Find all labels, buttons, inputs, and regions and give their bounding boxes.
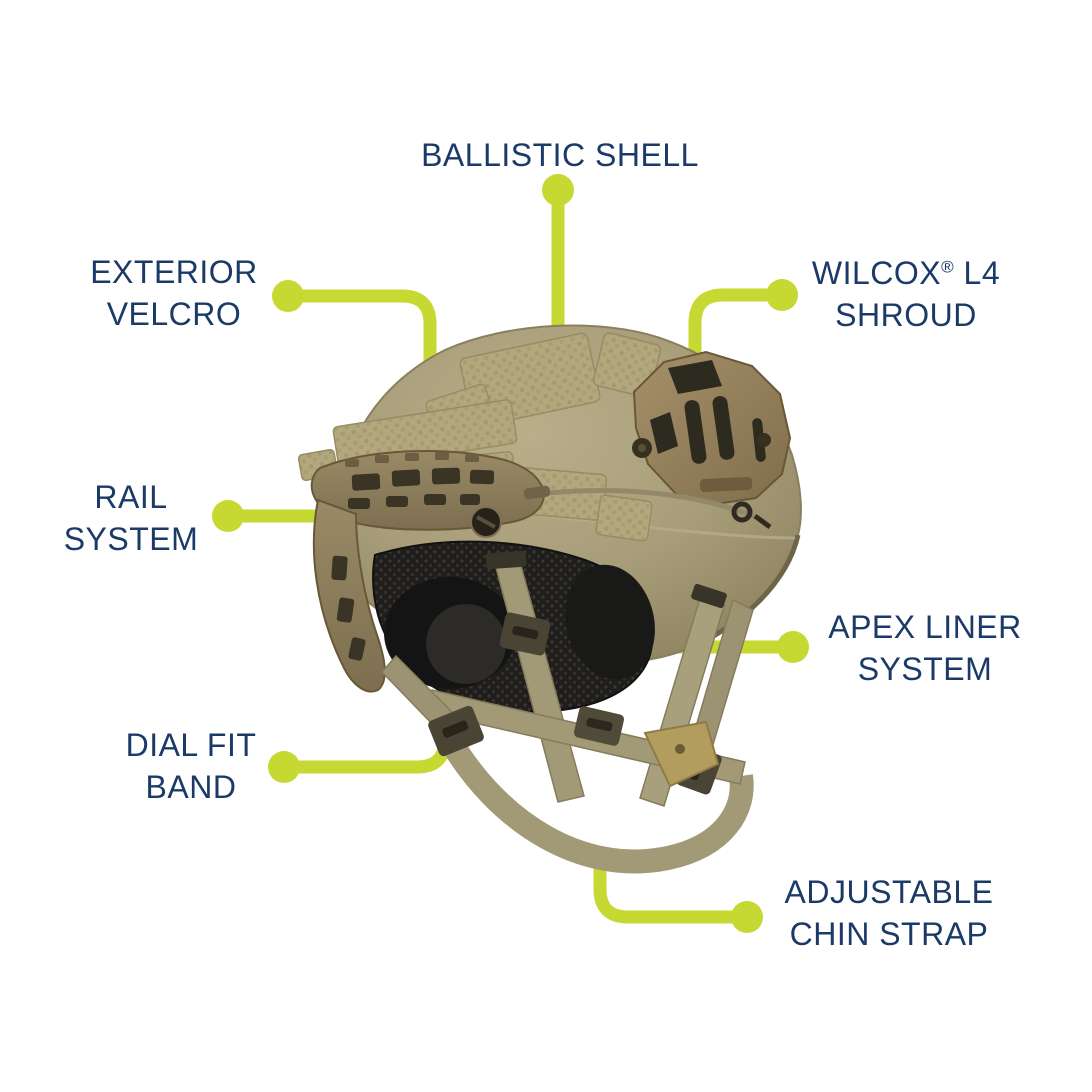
shroud-body [632, 350, 792, 506]
callout-wilcox-shroud [688, 279, 798, 368]
rail-system-graphic [310, 449, 546, 693]
velcro-patch-front-2 [595, 494, 653, 542]
cord-hook-tail [753, 513, 772, 530]
label-text: EXTERIOR [90, 254, 258, 290]
label-exterior-velcro: EXTERIOR VELCRO [90, 251, 258, 335]
strap-buckle-1 [499, 612, 551, 656]
rail-screw-slot [476, 515, 496, 529]
wilcox-shroud-graphic [632, 350, 792, 506]
label-text: ADJUSTABLE [784, 874, 994, 910]
strap-left-short [380, 654, 453, 732]
callout-dot-icon [542, 174, 574, 206]
label-text: SYSTEM [857, 651, 993, 687]
label-text: BALLISTIC SHELL [421, 137, 699, 173]
strap-buckle-3 [573, 706, 625, 746]
shroud-bolt-left-center [638, 444, 646, 452]
callout-line-wilcox-shroud [688, 288, 782, 368]
label-text: SHROUD [835, 297, 977, 333]
brand-text: WILCOX [811, 255, 942, 291]
callout-chin-strap [593, 852, 763, 933]
label-text: DIAL FIT [125, 727, 257, 763]
label-text: VELCRO [106, 296, 242, 332]
callout-dot-icon [268, 751, 300, 783]
strap-buckle-2 [428, 705, 484, 757]
shroud-latch [699, 476, 753, 493]
label-text: WILCOX® L4 [812, 252, 1000, 294]
shroud-bolt-right [757, 433, 771, 447]
chin-pad [643, 720, 720, 788]
callout-dot-icon [766, 279, 798, 311]
helmet-illustration [297, 324, 802, 874]
label-rail-system: RAIL SYSTEM [64, 476, 199, 560]
callout-dot-icon [212, 500, 244, 532]
chin-strap-graphic [380, 550, 754, 874]
shroud-cutouts [650, 360, 766, 464]
liner-pocket [565, 564, 655, 680]
registered-mark: ® [941, 257, 955, 277]
label-text: RAIL [94, 479, 168, 515]
retention-cord [523, 485, 772, 530]
label-text: APEX LINER [828, 609, 1022, 645]
callout-dot-icon [272, 280, 304, 312]
label-chin-strap: ADJUSTABLE CHIN STRAP [785, 871, 994, 955]
rail-slots [331, 467, 495, 661]
label-ballistic-shell: BALLISTIC SHELL [421, 134, 699, 176]
callout-dot-icon [731, 901, 763, 933]
model-text: L4 [954, 255, 1001, 291]
label-text: BAND [145, 769, 237, 805]
callout-exterior-velcro [272, 280, 437, 363]
rail-arm [312, 498, 386, 693]
label-dial-fit-band: DIAL FIT BAND [126, 724, 257, 808]
label-apex-liner: APEX LINER SYSTEM [828, 606, 1022, 690]
rail-teeth [345, 452, 479, 467]
chin-pad-rivet [675, 744, 685, 754]
cord-hook-icon [731, 501, 753, 523]
cord-fitting [523, 485, 551, 500]
label-text: CHIN STRAP [789, 916, 989, 952]
label-wilcox-shroud: WILCOX® L4 SHROUD [812, 252, 1000, 336]
chin-strap-loop [439, 733, 754, 874]
ear-pad-mesh [426, 604, 506, 684]
strap-anchor-right [691, 583, 727, 609]
label-text: SYSTEM [63, 521, 199, 557]
callout-line-chin-strap [593, 852, 747, 924]
strap-anchor-left [485, 550, 527, 570]
callout-dot-icon [777, 631, 809, 663]
shell-brow-line [539, 513, 796, 540]
callout-line-exterior-velcro [288, 289, 437, 363]
